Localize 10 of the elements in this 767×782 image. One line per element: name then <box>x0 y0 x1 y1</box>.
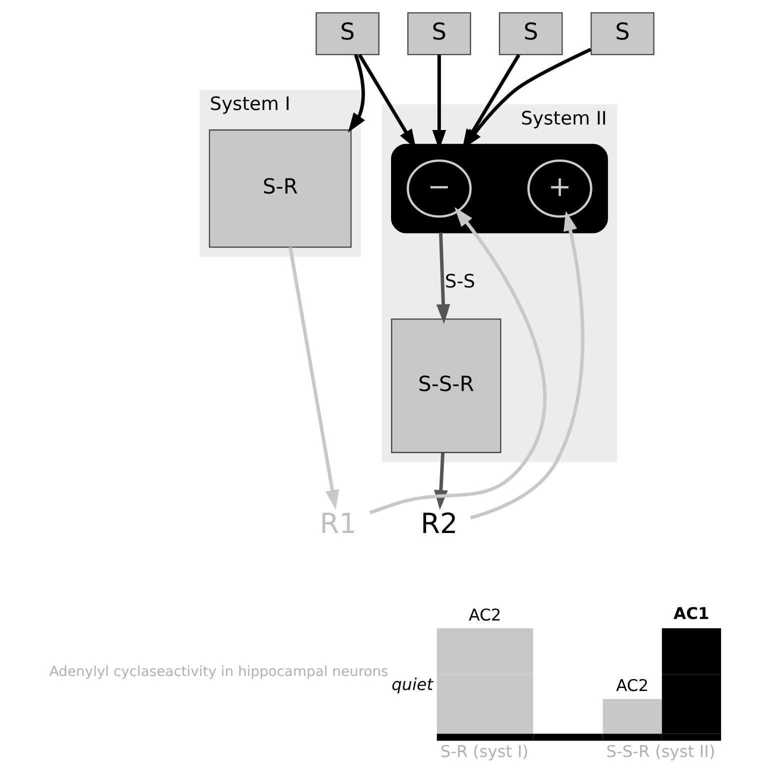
edge-label: S-S <box>444 272 476 293</box>
label: AC1 <box>674 604 710 624</box>
label: S-S-R (syst II) <box>606 742 716 762</box>
label: S-R (syst I) <box>440 742 528 762</box>
label: quiet <box>392 674 434 694</box>
label: Adenylyl cyclaseactivity in hippocampal neurons <box>49 664 388 680</box>
label: AC2 <box>616 676 649 696</box>
label: AC2 <box>468 605 502 624</box>
node-text: R2 <box>420 506 458 540</box>
node-text: R1 <box>320 506 357 540</box>
